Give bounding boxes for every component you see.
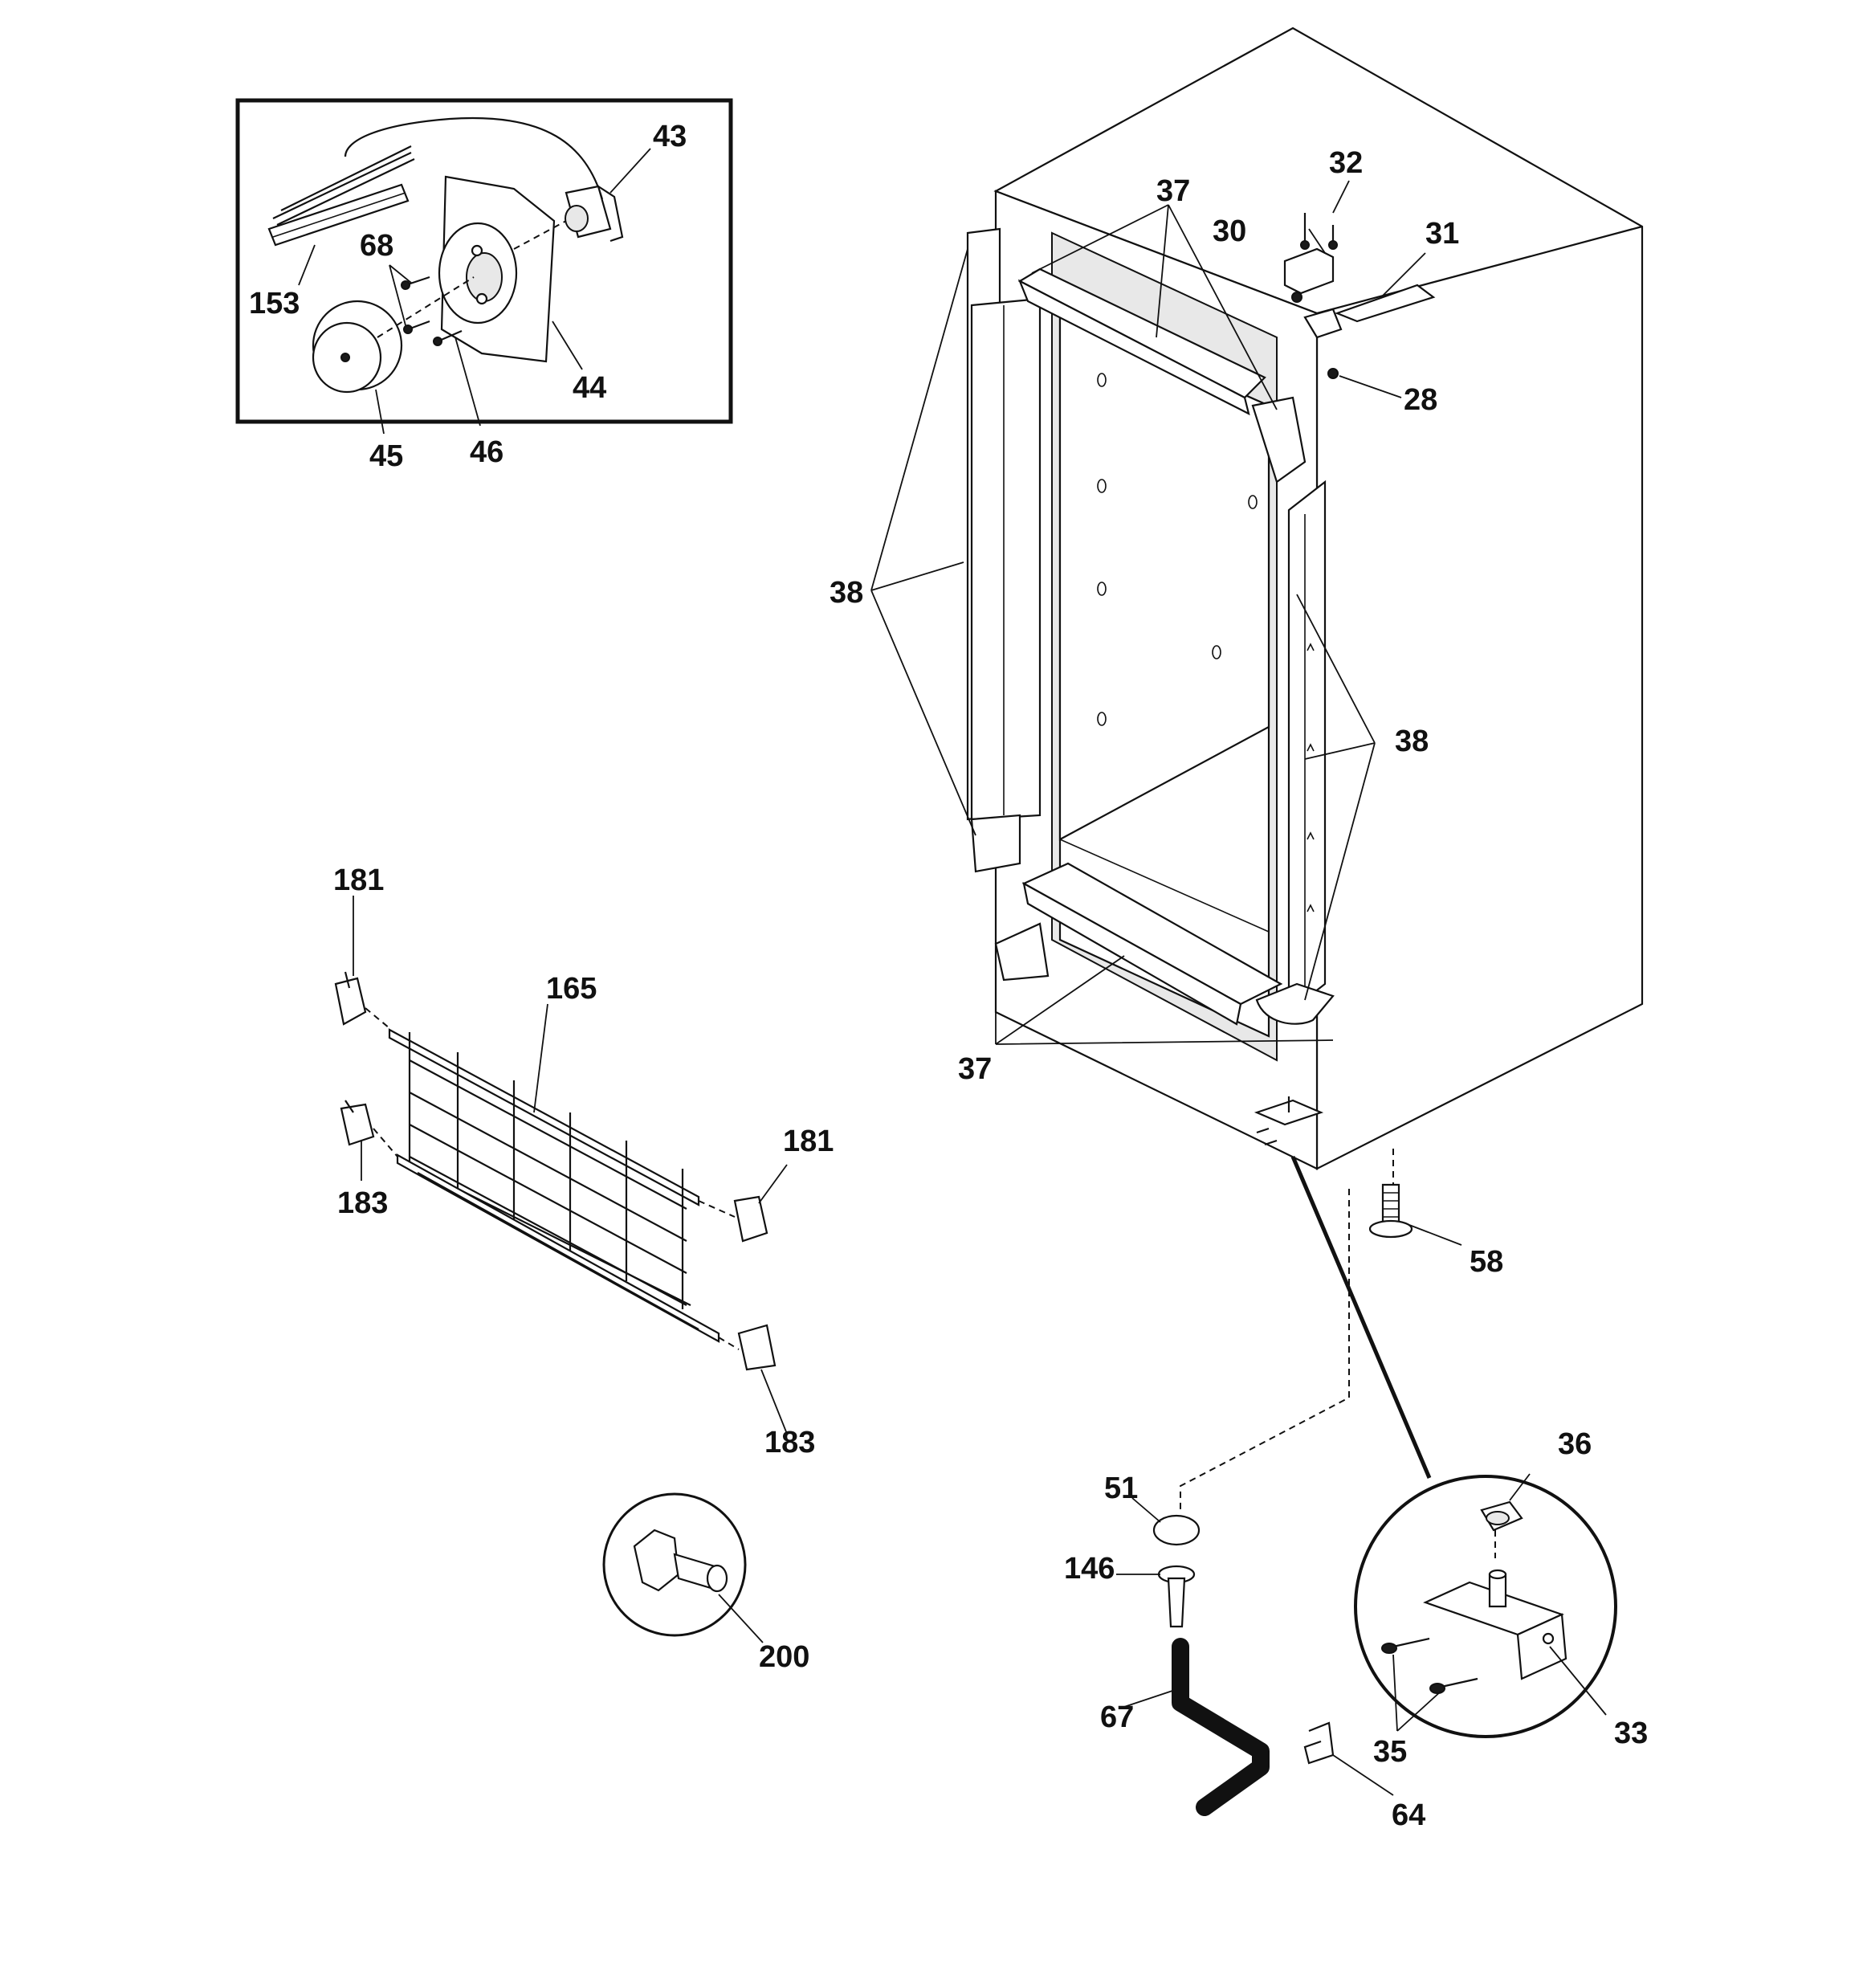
leader-lines [353, 180, 1607, 1796]
label-part-28: 28 [1404, 383, 1437, 417]
label-part-38-left: 38 [830, 576, 863, 610]
shelf-clip-part-183-left [340, 1100, 375, 1146]
part-number-labels: 43 153 68 44 45 46 37 32 30 31 28 38 38 … [249, 120, 1648, 1832]
label-part-153: 153 [249, 287, 300, 320]
label-part-183-left: 183 [337, 1186, 388, 1220]
breaker-strip-top-part-37 [1017, 267, 1266, 416]
control-knob-part-45 [312, 300, 403, 394]
sensor-bracket-part-153 [267, 145, 415, 247]
shelf-support-holes [1097, 373, 1258, 726]
breaker-strip-bottom-part-37 [994, 862, 1283, 1026]
shelf-clip-part-181-top [334, 971, 367, 1026]
breaker-strip-right-part-38 [1287, 480, 1327, 1014]
label-part-46: 46 [470, 435, 503, 469]
label-part-37-top: 37 [1156, 174, 1190, 208]
hinge-detail-circle [1290, 1156, 1617, 1738]
label-part-45: 45 [369, 439, 403, 473]
drain-plug-part-51 [1152, 1514, 1201, 1546]
clip-part-64 [1303, 1721, 1335, 1765]
label-part-67: 67 [1100, 1700, 1134, 1734]
label-part-51: 51 [1104, 1472, 1138, 1505]
wire-shelf-part-165 [388, 1028, 720, 1343]
breaker-strip-left-part-38 [966, 227, 1042, 821]
bottom-hinge-on-cabinet [1254, 1096, 1324, 1146]
bottom-hinge-part-33 [1423, 1569, 1567, 1680]
freezer-cabinet-body [966, 27, 1644, 1510]
label-part-181-right: 181 [783, 1125, 834, 1158]
label-part-32: 32 [1329, 146, 1363, 180]
label-part-146: 146 [1064, 1552, 1115, 1586]
label-part-43: 43 [653, 120, 687, 153]
leveling-leg-part-58 [1368, 1183, 1413, 1239]
label-part-181-top: 181 [333, 863, 384, 897]
label-part-165: 165 [546, 972, 597, 1006]
drain-hose-part-67 [1172, 1638, 1270, 1816]
control-assembly-inset [235, 98, 733, 435]
fitting-detail-circle-part-200 [602, 1492, 747, 1637]
label-part-38-right: 38 [1395, 725, 1429, 758]
label-part-183-right: 183 [764, 1426, 815, 1459]
shelf-clip-part-181-right [733, 1195, 768, 1243]
drain-tube-part-146 [1157, 1565, 1196, 1628]
label-part-200: 200 [759, 1640, 809, 1674]
shelf-clip-part-183-right [737, 1324, 777, 1371]
thermostat-part-43 [565, 185, 624, 243]
label-part-68: 68 [360, 229, 393, 263]
thermostat-housing-part-44 [438, 175, 556, 363]
label-part-36: 36 [1558, 1427, 1592, 1461]
label-part-44: 44 [573, 371, 606, 405]
label-part-30: 30 [1213, 214, 1246, 248]
screws-part-35 [1381, 1637, 1478, 1694]
label-part-31: 31 [1425, 217, 1459, 251]
label-part-58: 58 [1470, 1245, 1503, 1279]
label-part-64: 64 [1392, 1798, 1425, 1832]
label-part-35: 35 [1373, 1735, 1407, 1769]
screws-part-68-46 [401, 276, 463, 346]
label-part-37-bottom: 37 [958, 1052, 992, 1086]
hinge-pin-part-36 [1480, 1500, 1523, 1532]
label-part-33: 33 [1614, 1717, 1648, 1750]
top-hinge-assembly [1283, 213, 1436, 379]
